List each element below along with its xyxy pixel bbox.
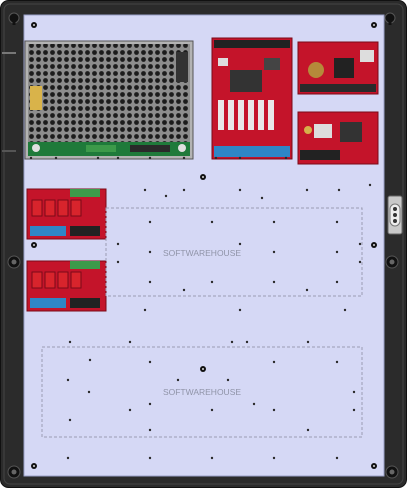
- power-supply: [24, 40, 194, 160]
- keyhole-top-right: [384, 12, 396, 25]
- mount-hole-bottom-right: [385, 465, 399, 479]
- mount-hole-bottom-left: [7, 465, 21, 479]
- keyhole-top-left: [8, 12, 20, 25]
- mount-hole-mid-right: [385, 255, 399, 269]
- interface-board-top: [297, 41, 379, 95]
- relay-board-2: [26, 260, 107, 312]
- upper-zone-label: SOFTWAREHOUSE: [163, 248, 241, 258]
- lower-mounting-zone: [41, 346, 363, 438]
- interface-board-bottom: [297, 111, 379, 165]
- controller-board: [211, 37, 293, 160]
- door-latch: [387, 195, 403, 235]
- relay-board-1: [26, 188, 107, 240]
- mount-hole-mid-left: [7, 255, 21, 269]
- backplate-screws: [31, 22, 377, 469]
- upper-mounting-zone: [105, 207, 363, 297]
- mounting-studs: [29, 156, 372, 460]
- lower-zone-label: SOFTWAREHOUSE: [163, 387, 241, 397]
